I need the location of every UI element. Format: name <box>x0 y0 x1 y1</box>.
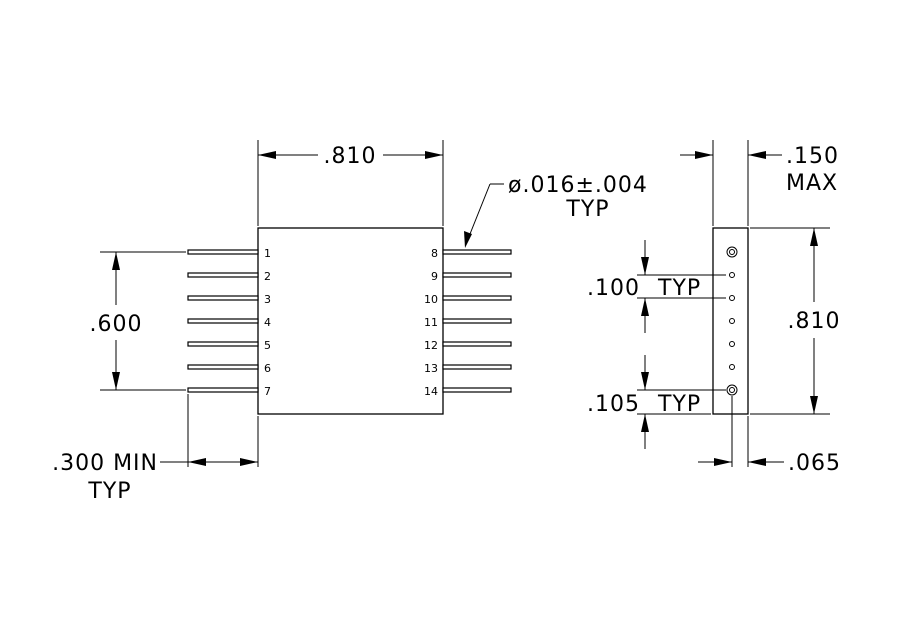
lead-9 <box>442 272 512 278</box>
body-width-dimension: .810 <box>257 140 444 226</box>
pin-label: 6 <box>264 362 271 375</box>
pitch-label: .100 <box>587 276 640 301</box>
pitch-typ-label: TYP <box>657 276 701 301</box>
arrowhead <box>810 228 818 246</box>
arrowhead <box>112 372 120 390</box>
pin-hole-outer <box>726 384 738 396</box>
lead-5 <box>187 341 259 347</box>
pin-label: 10 <box>424 293 438 306</box>
body-thickness-dimension: .150 MAX <box>680 140 839 226</box>
lead-length-typ-label: TYP <box>87 479 131 504</box>
arrowhead <box>810 396 818 414</box>
pin-label: 5 <box>264 339 271 352</box>
arrowhead <box>425 151 443 159</box>
arrowhead <box>188 458 206 466</box>
pin-hole-inner <box>729 249 735 255</box>
side-height-label: .810 <box>788 309 841 334</box>
end-offset-dimension: .105 TYP <box>587 355 726 449</box>
lead-3 <box>187 295 259 301</box>
lead-6 <box>187 364 259 370</box>
lead-12 <box>442 341 512 347</box>
pin-label: 9 <box>431 270 438 283</box>
pin-label: 3 <box>264 293 271 306</box>
lead-14 <box>442 387 512 393</box>
pin-holes <box>726 246 738 396</box>
arrowhead <box>641 298 649 316</box>
arrowhead <box>695 151 713 159</box>
lead-offset-dimension: .065 <box>698 396 841 476</box>
arrowhead <box>641 372 649 390</box>
pin-label: 12 <box>424 339 438 352</box>
lead-2 <box>187 272 259 278</box>
arrowhead <box>748 151 766 159</box>
arrowhead <box>258 151 276 159</box>
lead-diameter-callout: ø.016±.004 TYP <box>464 173 648 248</box>
end-offset-typ-label: TYP <box>657 392 701 417</box>
pin-labels-left: 1 2 3 4 5 6 7 <box>264 247 271 398</box>
front-view: 1 2 3 4 5 6 7 8 9 10 11 12 13 14 .810 <box>52 140 648 504</box>
arrowhead <box>112 252 120 270</box>
pin-label: 14 <box>424 385 438 398</box>
lead-4 <box>187 318 259 324</box>
arrowhead <box>641 257 649 275</box>
pin-hole-inner <box>729 387 735 393</box>
lead-10 <box>442 295 512 301</box>
arrowhead <box>240 458 258 466</box>
lead-11 <box>442 318 512 324</box>
pin-hole-outer <box>726 246 738 258</box>
right-leads <box>442 249 512 393</box>
body-thickness-note: MAX <box>786 171 838 196</box>
pin-label: 7 <box>264 385 271 398</box>
pin-hole <box>729 295 735 301</box>
pin-label: 2 <box>264 270 271 283</box>
pin-hole <box>729 341 735 347</box>
side-view: .150 MAX .810 .100 TYP <box>587 140 841 476</box>
lead-diameter-typ-label: TYP <box>565 197 609 222</box>
lead-8 <box>442 249 512 255</box>
pin-hole <box>729 364 735 370</box>
lead-7 <box>187 387 259 393</box>
lead-diameter-label: ø.016±.004 <box>508 173 648 198</box>
left-leads <box>187 249 259 393</box>
pin-label: 11 <box>424 316 438 329</box>
arrowhead <box>748 458 766 466</box>
pin-hole <box>729 272 735 278</box>
body-width-label: .810 <box>324 144 377 169</box>
pin-label: 8 <box>431 247 438 260</box>
arrowhead <box>464 231 472 248</box>
lead-13 <box>442 364 512 370</box>
pin-hole <box>729 318 735 324</box>
side-height-dimension: .810 <box>750 227 841 415</box>
end-offset-label: .105 <box>587 392 640 417</box>
package-body <box>257 227 444 415</box>
lead-length-dimension: .300 MIN TYP <box>52 394 259 504</box>
lead-length-label: .300 MIN <box>52 451 158 476</box>
arrowhead <box>714 458 732 466</box>
lead-offset-label: .065 <box>788 451 841 476</box>
arrowhead <box>641 414 649 432</box>
pin-labels-right: 8 9 10 11 12 13 14 <box>424 247 438 398</box>
row-span-label: .600 <box>90 312 143 337</box>
pitch-dimension: .100 TYP <box>587 240 726 333</box>
pin-label: 13 <box>424 362 438 375</box>
row-span-dimension: .600 <box>90 251 186 391</box>
pin-label: 1 <box>264 247 271 260</box>
side-body <box>712 227 749 415</box>
lead-1 <box>187 249 259 255</box>
body-thickness-label: .150 <box>786 144 839 169</box>
pin-label: 4 <box>264 316 271 329</box>
